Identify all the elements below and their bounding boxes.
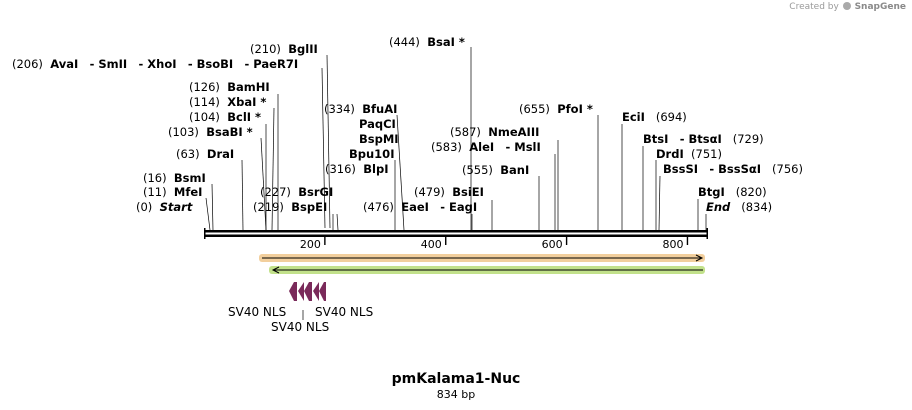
green-feature-arrow bbox=[269, 266, 705, 274]
connector-avai bbox=[321, 67, 326, 229]
created-by-text: Created by bbox=[789, 2, 839, 12]
backbone bbox=[204, 228, 708, 239]
site-label-drai[interactable]: (63) DraI bbox=[176, 147, 235, 161]
site-label-bsabi[interactable]: (103) BsaBI * bbox=[168, 125, 253, 139]
site-label-end[interactable]: End (834) bbox=[706, 200, 773, 214]
ruler-ticks: 200 400 600 800 bbox=[300, 237, 689, 251]
site-label-bsmi[interactable]: (16) BsmI bbox=[143, 171, 206, 185]
site-label-bsai[interactable]: (444) BsaI * bbox=[389, 35, 465, 49]
site-label-btsi[interactable]: BtsI - BtsαI (729) bbox=[643, 132, 764, 146]
connector-drai bbox=[241, 159, 244, 231]
plasmid-name: pmKalama1-Nuc bbox=[391, 371, 521, 387]
ruler-tick-label-200: 200 bbox=[300, 238, 321, 251]
created-by-snapgene: Created by SnapGene bbox=[789, 2, 906, 12]
ruler-tick-label-400: 400 bbox=[421, 238, 442, 251]
site-label-avai[interactable]: (206) AvaI - SmII - XhoI - BsoBI - PaeR7… bbox=[12, 57, 299, 71]
connector-bsrgi bbox=[336, 213, 339, 231]
site-label-paqci[interactable]: PaqCI bbox=[359, 117, 396, 131]
connector-bglii bbox=[326, 54, 331, 229]
connector-bsssi bbox=[658, 175, 661, 231]
ruler-tick-label-600: 600 bbox=[542, 238, 563, 251]
site-label-blpi[interactable]: (316) BlpI bbox=[325, 162, 389, 176]
site-connectors bbox=[205, 47, 707, 231]
connector-bsmi bbox=[211, 183, 214, 231]
connector-xbai bbox=[271, 107, 275, 231]
nls-label-1[interactable]: SV40 NLS bbox=[228, 305, 287, 319]
site-label-bglii[interactable]: (210) BglII bbox=[250, 42, 318, 56]
site-label-alei[interactable]: (583) AleI - MslI bbox=[431, 140, 541, 154]
nls-arrow-3b bbox=[313, 282, 319, 301]
site-label-mfei[interactable]: (11) MfeI bbox=[143, 185, 203, 199]
site-label-bspei[interactable]: (219) BspEI bbox=[253, 200, 328, 214]
sv40-nls-features bbox=[289, 282, 326, 301]
nls-arrow-1b bbox=[289, 282, 297, 301]
site-label-bspmi[interactable]: BspMI bbox=[359, 132, 399, 146]
nls-arrow-3 bbox=[319, 282, 326, 301]
connector-bsabi bbox=[260, 137, 267, 231]
connector-bfuai bbox=[396, 114, 405, 231]
orange-feature-arrow bbox=[259, 254, 705, 262]
site-label-bsrgi[interactable]: (227) BsrGI bbox=[260, 185, 334, 199]
site-label-bamhi[interactable]: (126) BamHI bbox=[189, 80, 270, 94]
site-label-pfoi[interactable]: (655) PfoI * bbox=[519, 102, 593, 116]
ruler-tick-label-800: 800 bbox=[662, 238, 683, 251]
site-label-bfuai[interactable]: (334) BfuAI bbox=[324, 102, 398, 116]
site-label-xbai[interactable]: (114) XbaI * bbox=[189, 95, 267, 109]
site-label-bsssi[interactable]: BssSI - BssSαI (756) bbox=[663, 162, 803, 176]
nls-arrow-2 bbox=[304, 282, 312, 301]
nls-label-3[interactable]: SV40 NLS bbox=[271, 320, 330, 334]
site-label-bpu10i[interactable]: Bpu10I bbox=[349, 147, 395, 161]
site-label-start[interactable]: (0) Start bbox=[136, 200, 193, 214]
backbone-start-cap bbox=[204, 228, 206, 239]
backbone-top-strand bbox=[204, 230, 708, 233]
site-label-nmeaiii[interactable]: (587) NmeAIII bbox=[450, 125, 540, 139]
brand-name: SnapGene bbox=[854, 2, 906, 12]
site-label-drdi[interactable]: DrdI (751) bbox=[656, 147, 722, 161]
connector-mfei bbox=[205, 197, 211, 231]
site-label-btgi[interactable]: BtgI (820) bbox=[698, 185, 767, 199]
plasmid-length: 834 bp bbox=[436, 388, 476, 401]
site-label-bani[interactable]: (555) BanI bbox=[462, 163, 530, 177]
backbone-end-cap bbox=[706, 228, 708, 239]
snapgene-logo-icon bbox=[842, 2, 851, 10]
site-label-eaei[interactable]: (476) EaeI - EagI bbox=[363, 200, 478, 214]
nls-arrow-2b bbox=[298, 282, 304, 301]
backbone-bottom-strand bbox=[204, 234, 708, 237]
site-label-ecii[interactable]: EciI (694) bbox=[622, 110, 687, 124]
site-label-bcli[interactable]: (104) BclI * bbox=[189, 110, 262, 124]
nls-label-2[interactable]: SV40 NLS bbox=[315, 305, 374, 319]
site-label-bsiei[interactable]: (479) BsiEI bbox=[414, 185, 484, 199]
